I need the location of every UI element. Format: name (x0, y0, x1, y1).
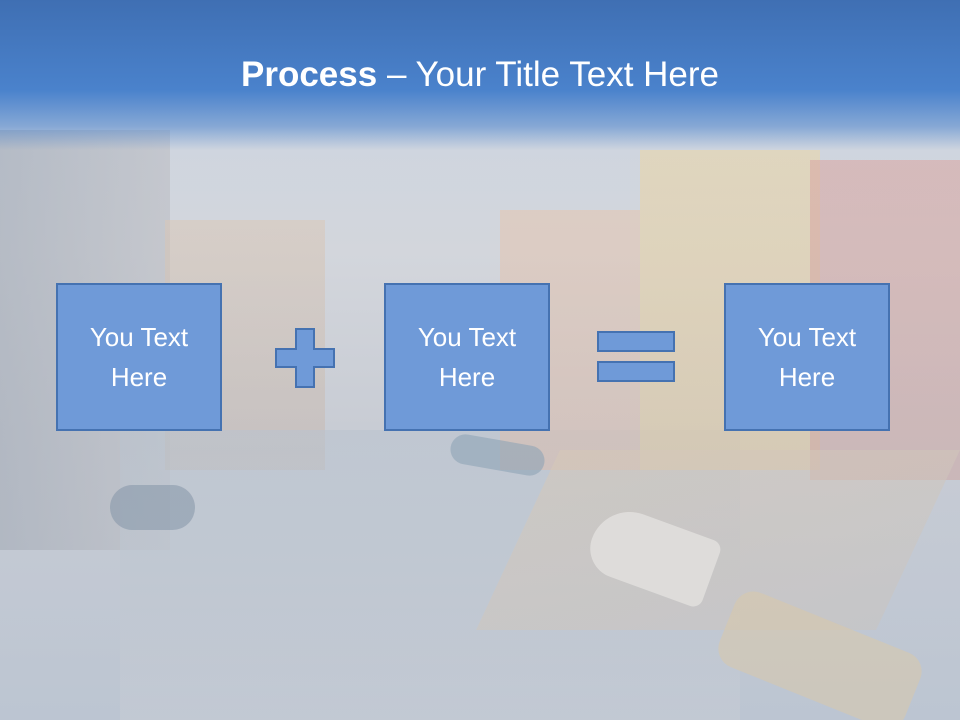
title-bold: Process (241, 55, 378, 94)
process-box-2[interactable]: You Text Here (384, 283, 550, 431)
process-box-text: You Text Here (757, 322, 857, 392)
title-bar (0, 0, 960, 150)
title-rest: – Your Title Text Here (377, 55, 719, 94)
plus-icon (275, 328, 335, 388)
equals-icon (597, 331, 675, 382)
quay (476, 450, 960, 630)
boat (110, 485, 195, 530)
process-box-1[interactable]: You Text Here (56, 283, 222, 431)
slide-title[interactable]: Process – Your Title Text Here (0, 52, 960, 98)
process-box-3[interactable]: You Text Here (724, 283, 890, 431)
process-box-text: You Text Here (89, 322, 189, 392)
process-box-text: You Text Here (417, 322, 517, 392)
